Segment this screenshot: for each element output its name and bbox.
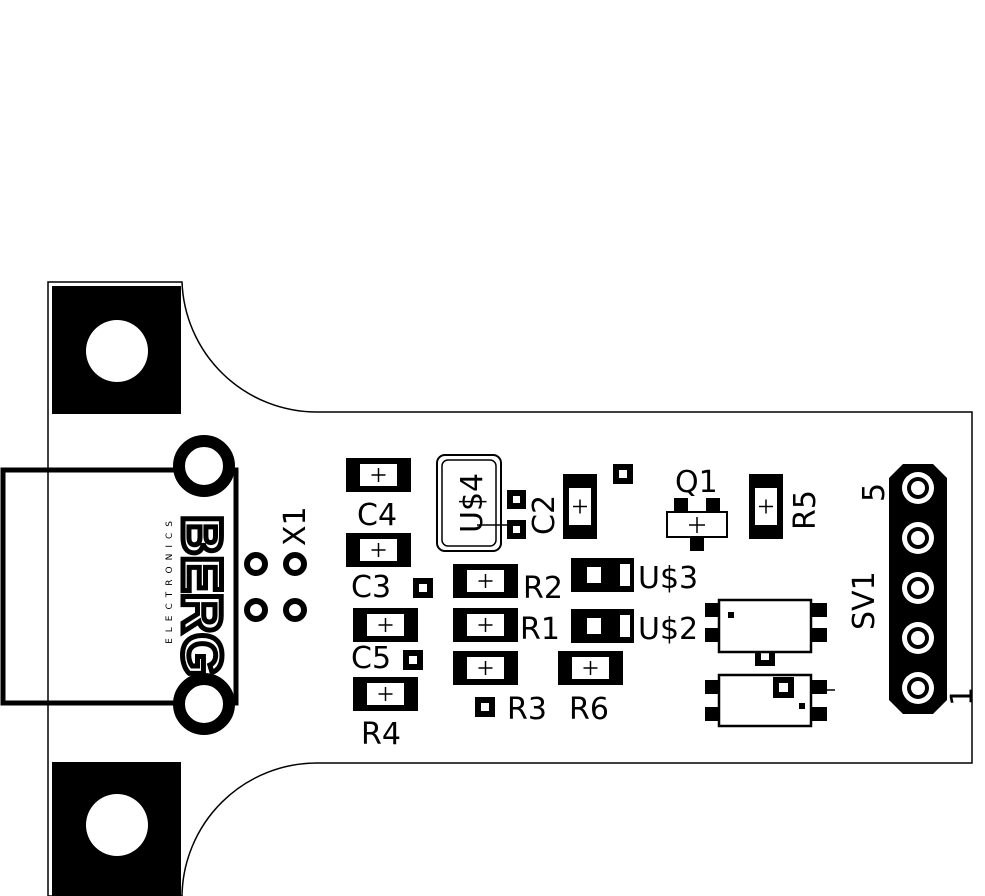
header-pin-hole — [911, 681, 925, 695]
label-sv1: SV1 — [847, 571, 882, 630]
berg-logo: BERG ELECTRONICS — [165, 513, 237, 680]
mounting-hole-top — [52, 286, 181, 414]
led-us3: U$3 — [571, 558, 698, 596]
svg-text:U$2: U$2 — [638, 612, 698, 647]
header-pin-hole — [911, 481, 925, 495]
capacitor-c5 — [353, 608, 418, 642]
capacitor-c4 — [346, 458, 411, 492]
led-us2: U$2 — [571, 609, 698, 647]
capacitor-c2b — [563, 474, 597, 539]
header-pin-hole — [911, 631, 925, 645]
label-x1: X1 — [278, 506, 313, 546]
svg-text:U$3: U$3 — [638, 561, 698, 596]
switch-top — [705, 598, 827, 654]
label-r6: R6 — [569, 692, 609, 727]
capacitor-c2: C2 — [507, 490, 562, 539]
label-r3: R3 — [507, 692, 547, 727]
board-outline — [47, 281, 973, 896]
resistor-r5 — [749, 474, 783, 539]
usb-connector — [0, 435, 307, 735]
label-pin-5: 5 — [857, 483, 892, 502]
header-pin-hole — [911, 581, 925, 595]
label-c4: C4 — [357, 498, 397, 533]
crystal-us4: U$4 — [436, 454, 510, 552]
label-r5: R5 — [788, 490, 823, 530]
label-r1: R1 — [520, 612, 560, 647]
resistor-r3 — [453, 651, 518, 685]
label-r2: R2 — [523, 571, 563, 606]
label-r4: R4 — [361, 717, 401, 752]
svg-text:C2: C2 — [527, 495, 562, 535]
capacitor-c3 — [346, 533, 411, 567]
label-pin-1: 1 — [945, 687, 980, 706]
resistor-r6 — [558, 651, 623, 685]
svg-text:ELECTRONICS: ELECTRONICS — [165, 515, 175, 644]
svg-text:U$4: U$4 — [455, 473, 490, 533]
svg-text:Q1: Q1 — [675, 465, 718, 500]
mounting-hole-bottom — [52, 762, 181, 896]
switch-bottom — [705, 673, 835, 728]
header-pin-hole — [911, 531, 925, 545]
smd-parts — [346, 458, 783, 711]
pin-header-sv1 — [889, 464, 947, 714]
resistor-r4 — [353, 677, 418, 711]
label-c5: C5 — [351, 641, 391, 676]
transistor-q1: Q1 — [666, 465, 728, 551]
resistor-r1 — [453, 608, 518, 642]
label-c3: C3 — [351, 570, 391, 605]
resistor-r2 — [453, 564, 518, 598]
svg-text:BERG: BERG — [171, 515, 234, 677]
